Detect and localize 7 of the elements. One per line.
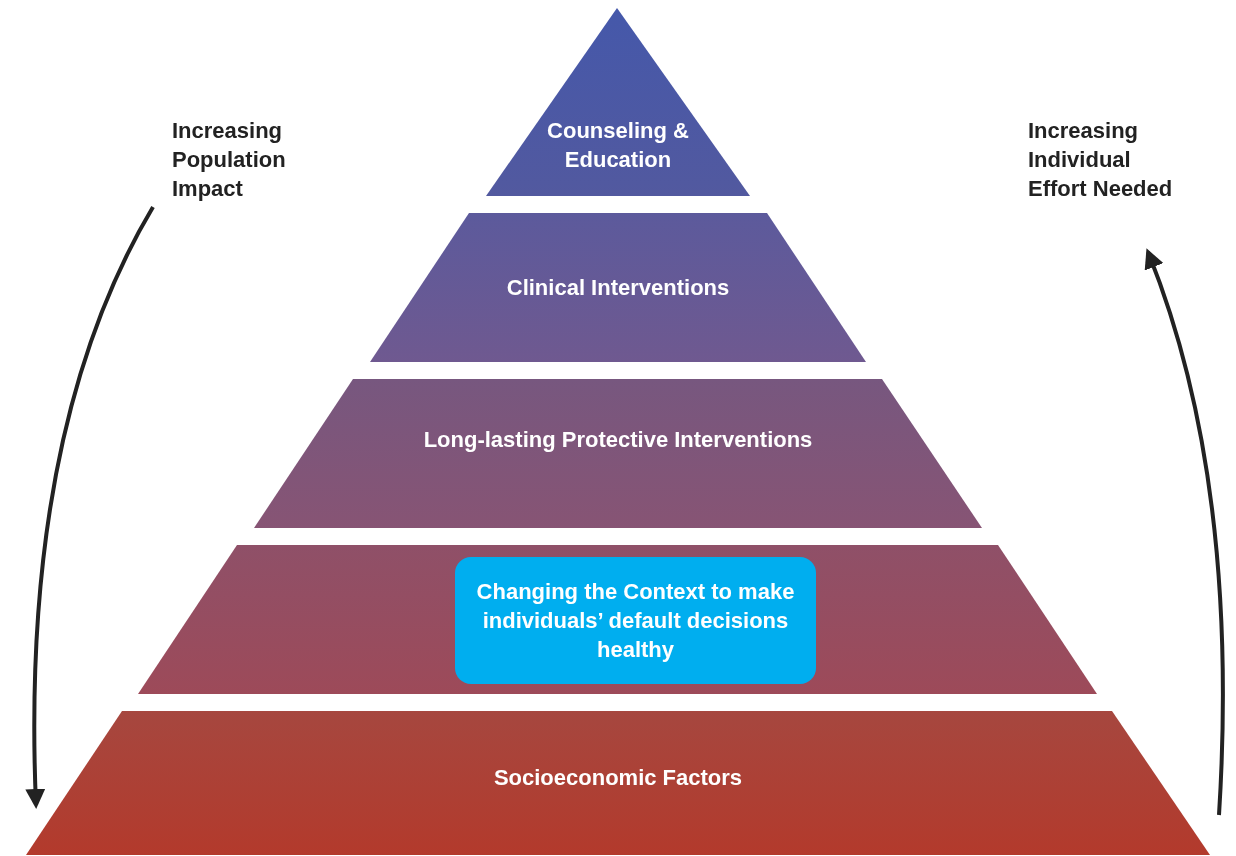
side-label: Increasing Population Impact xyxy=(172,117,287,203)
side-label: Increasing Individual Effort Needed xyxy=(1028,117,1174,203)
highlight-box: Changing the Context to make individuals’ default decisions healthy xyxy=(455,557,816,684)
tier-label: Clinical Interventions xyxy=(505,274,731,302)
tier-label: Counseling & Education xyxy=(546,117,690,174)
tier-label: Socioeconomic Factors xyxy=(492,764,744,792)
tier-label: Long-lasting Protective Interventions xyxy=(422,426,814,454)
